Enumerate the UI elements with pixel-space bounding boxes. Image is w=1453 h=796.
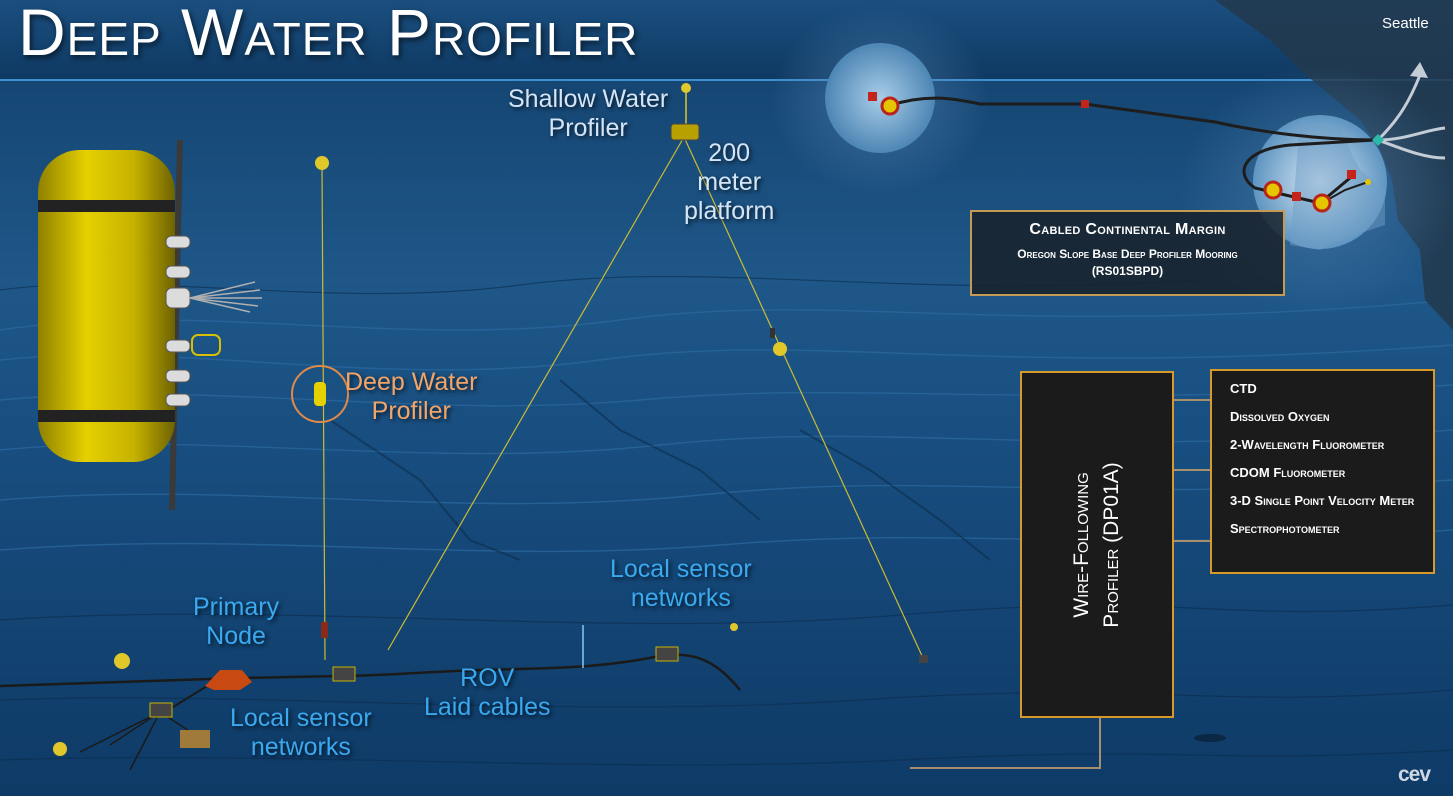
label-local-sensor-networks-left: Local sensor networks: [230, 704, 372, 762]
sensor-item: Spectrophotometer: [1230, 520, 1427, 538]
label-rov-laid-cables: ROV Laid cables: [424, 664, 550, 722]
instrument-box: Wire-Following Profiler (DP01A): [1020, 371, 1174, 718]
label-primary-node: Primary Node: [193, 593, 279, 651]
sensor-list: CTD Dissolved Oxygen 2-Wavelength Fluoro…: [1210, 369, 1435, 574]
city-label-seattle: Seattle: [1382, 15, 1429, 32]
site-name: Oregon Slope Base Deep Profiler Mooring: [972, 247, 1283, 261]
label-200-meter-platform: 200 meter platform: [684, 139, 774, 226]
label-shallow-water-profiler: Shallow Water Profiler: [508, 85, 668, 143]
label-local-sensor-networks-right: Local sensor networks: [610, 555, 752, 613]
page-title: Deep Water Profiler: [18, 0, 638, 70]
sensor-item: Dissolved Oxygen: [1230, 408, 1427, 426]
site-region-title: Cabled Continental Margin: [972, 221, 1283, 239]
instrument-name: Wire-Following Profiler (DP01A): [1067, 385, 1127, 705]
site-info-box: Cabled Continental Margin Oregon Slope B…: [970, 210, 1285, 296]
site-code: (RS01SBPD): [972, 264, 1283, 278]
sensor-item: 3-D Single Point Velocity Meter: [1230, 492, 1427, 510]
sensor-item: CDOM Fluorometer: [1230, 464, 1427, 482]
sensor-item: 2-Wavelength Fluorometer: [1230, 436, 1427, 454]
sensor-item: CTD: [1230, 380, 1427, 398]
cev-logo: cev: [1398, 763, 1430, 787]
label-deep-water-profiler: Deep Water Profiler: [345, 368, 477, 426]
